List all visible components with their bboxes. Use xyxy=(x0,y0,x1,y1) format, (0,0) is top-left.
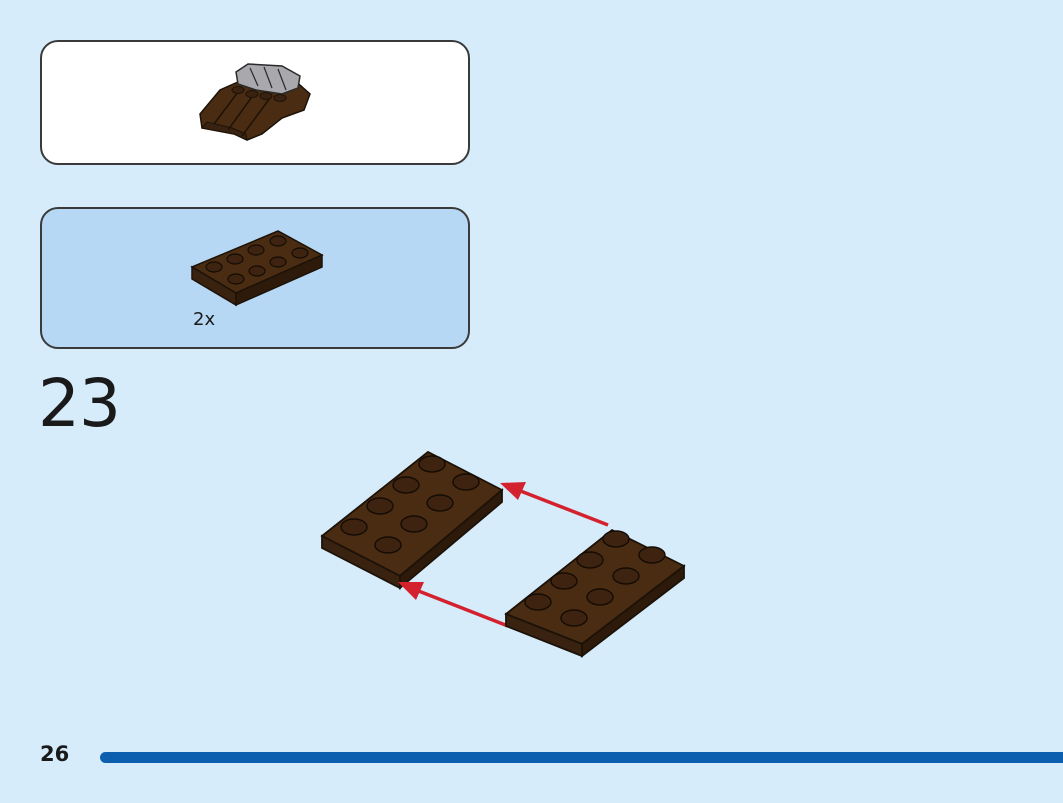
incoming-plate xyxy=(504,528,686,658)
red-arrow-left-icon xyxy=(500,482,609,527)
submodel-callout xyxy=(40,40,470,165)
placed-plate xyxy=(320,450,504,590)
progress-bar xyxy=(100,752,1063,763)
page-number: 26 xyxy=(40,742,70,766)
brown-wing-submodel-icon xyxy=(199,63,311,141)
brown-plate-2x4-icon xyxy=(190,230,324,307)
quantity-label: 2x xyxy=(193,309,216,330)
red-arrow-left-icon xyxy=(398,582,509,628)
parts-list: 2x xyxy=(40,207,470,349)
step-number: 23 xyxy=(38,365,121,442)
assembly-illustration xyxy=(320,450,686,658)
